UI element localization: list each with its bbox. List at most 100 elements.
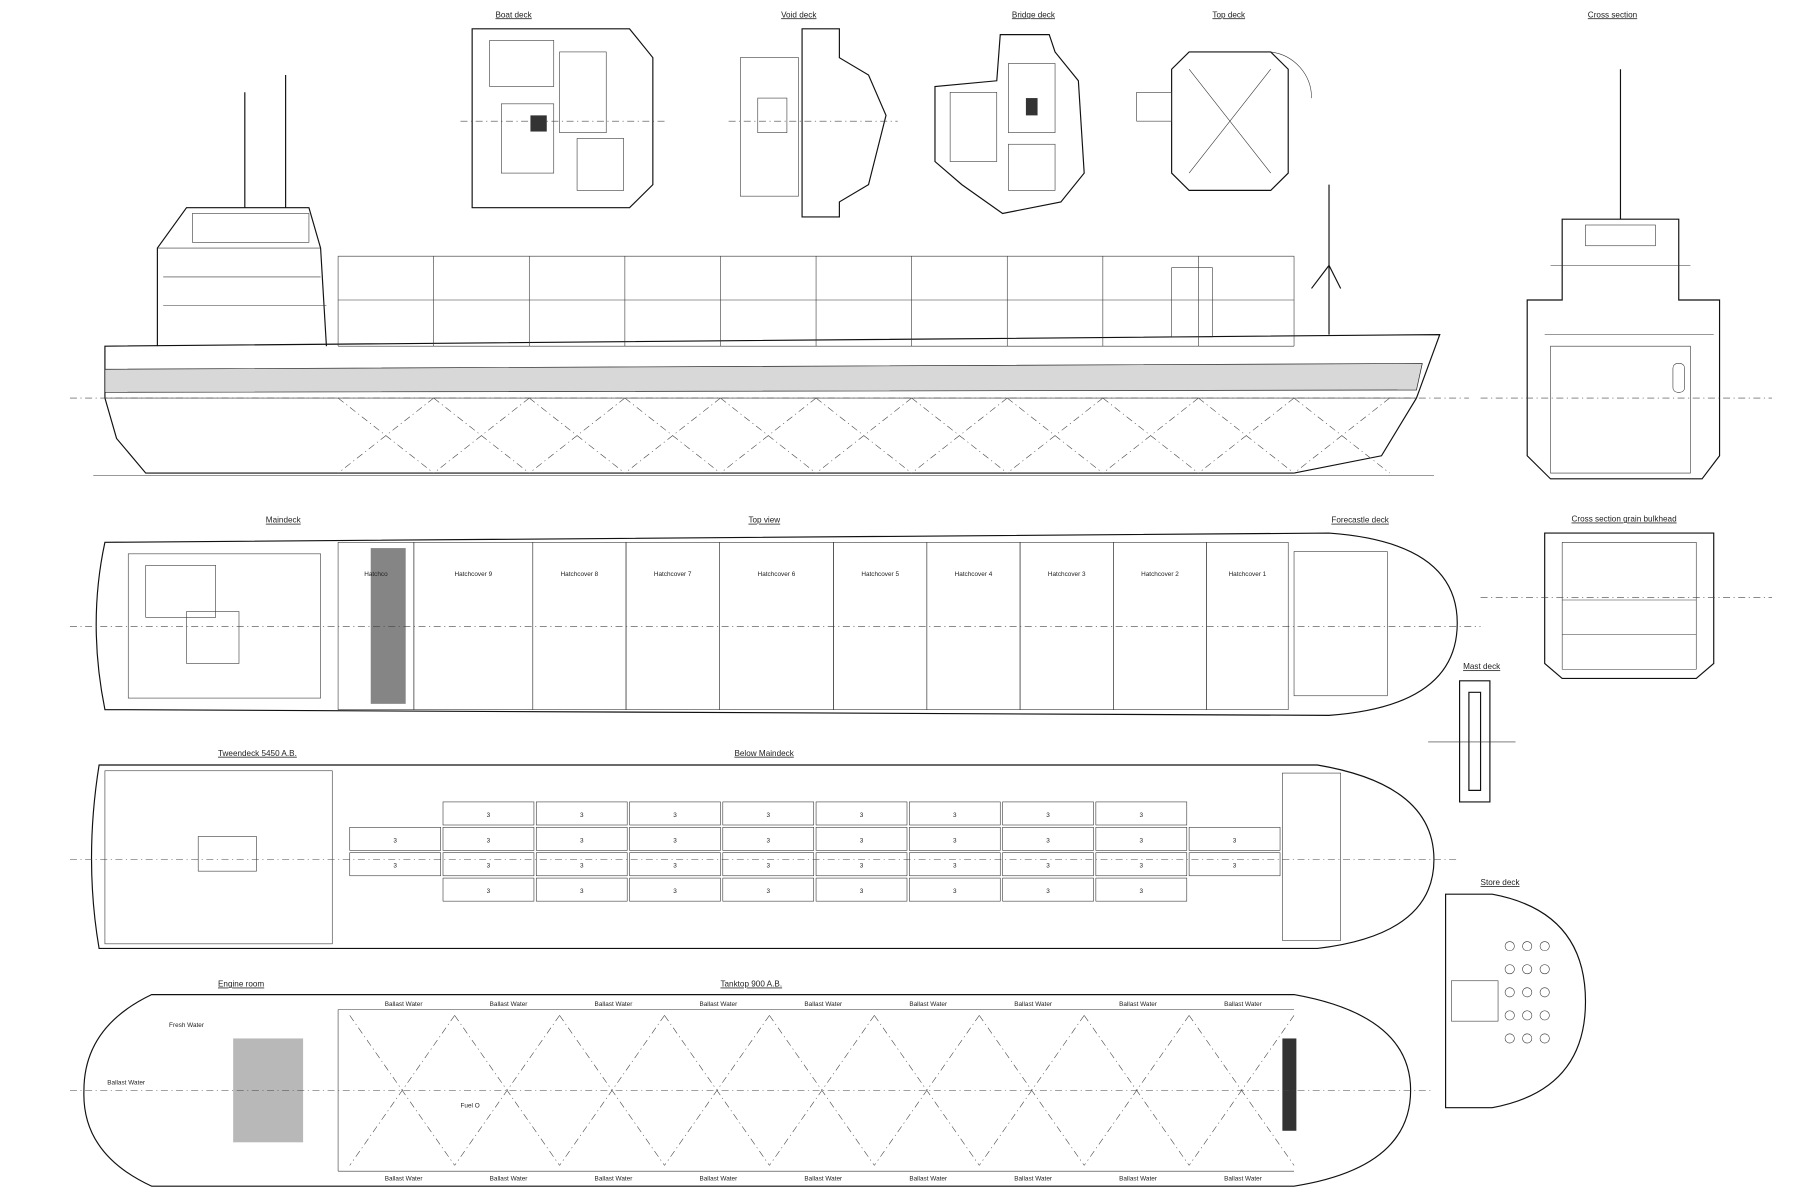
store-rack-circle [1522,987,1533,998]
structure-diagonal [1007,397,1104,474]
structure-diagonal [911,397,1008,474]
store-rack-circle [1504,1010,1515,1021]
hold-bay [815,852,908,877]
ballast-water-label: Ballast Water [385,1001,424,1008]
hold-bay [909,801,1001,826]
hold-bay-number: 3 [860,812,864,819]
hold-bay-number: 3 [860,863,864,870]
hold-bay [909,827,1001,851]
hold-bay [629,801,721,826]
title-cross-section: Cross section [1588,10,1637,19]
store-rack-circle [1522,1010,1533,1021]
hold-bay-number: 3 [487,812,491,819]
tank-diagonal [1083,1015,1190,1166]
label-fuel-oil: Fuel O [460,1103,479,1110]
store-rack-circle [1539,941,1550,952]
ballast-water-label: Ballast Water [1014,1175,1053,1182]
tanktop-plan: Engine room Tanktop 900 A.B. Ballast Wat… [69,980,1434,1187]
hold-bay-number: 3 [487,837,491,844]
hold-bay [629,877,721,902]
hatchcover-label: Hatchcover 6 [758,571,796,578]
tank-diagonal [454,1015,560,1166]
hold-bay-number: 3 [487,888,491,895]
store-rack-circle [1539,987,1550,998]
hatchcover-label: Hatchcover 7 [654,571,692,578]
hold-bay-number: 3 [580,812,584,819]
hold-bay [815,801,908,826]
boat-deck-plan [460,28,665,209]
store-rack-circle [1504,941,1515,952]
title-mast-deck: Mast deck [1463,662,1501,671]
store-rack-circle [1522,1033,1533,1044]
tank-diagonal [874,1015,980,1166]
structure-diagonal [1198,397,1295,474]
title-top-deck: Top deck [1212,10,1246,19]
ballast-water-label: Ballast Water [1224,1001,1263,1008]
hold-bay-number: 3 [766,888,770,895]
structure-diagonal [337,397,434,474]
hold-bay-number: 3 [1140,812,1144,819]
hatchcover-label: Hatchcover 3 [1048,571,1086,578]
grain-bulkhead-section: Cross section grain bulkhead [1480,515,1773,680]
title-void-deck: Void deck [781,10,817,19]
hold-bay [442,801,535,826]
hold-bay-number: 3 [580,837,584,844]
hold-bay [1002,877,1094,902]
hatchcover-label: Hatchco [364,571,388,578]
hold-bay [535,801,628,826]
title-tweendeck: Tweendeck 5450 A.B. [218,749,297,758]
ballast-water-label: Ballast Water [804,1175,843,1182]
hold-bay [349,827,441,851]
ballast-water-label: Ballast Water [385,1175,424,1182]
hatchcover [1113,542,1207,710]
store-rack-circle [1539,964,1550,975]
hold-bay [349,852,441,877]
hold-bay-number: 3 [1046,863,1050,870]
mast-deck-plan: Mast deck [1428,662,1516,803]
title-forecastle-deck: Forecastle deck [1331,516,1389,525]
hatchcover [413,542,534,710]
hold-bay [722,801,815,826]
ballast-water-label: Ballast Water [1119,1001,1158,1008]
hatchcover-label: Hatchcover 9 [454,571,492,578]
hold-bay-number: 3 [953,888,957,895]
title-cross-section-grain: Cross section grain bulkhead [1572,515,1677,524]
tank-diagonal [1188,1015,1295,1166]
tank-diagonal [664,1015,770,1166]
structure-diagonal [1293,397,1390,474]
ballast-water-label: Ballast Water [909,1175,948,1182]
hold-bay-number: 3 [580,888,584,895]
structure-diagonal [815,397,912,474]
hatchcover-label: Hatchcover 1 [1229,571,1267,578]
store-rack-circle [1522,964,1533,975]
hold-bay [535,852,628,877]
label-ballast-water: Ballast Water [107,1080,146,1087]
top-view-maindeck: Maindeck Top view Forecastle deck Hatchc… [69,516,1481,716]
hatchcover-label: Hatchcover 4 [955,571,993,578]
hold-bay-number: 3 [953,812,957,819]
hold-bay-number: 3 [1140,888,1144,895]
hold-bay [722,827,815,851]
hold-bay [722,877,815,902]
ballast-water-label: Ballast Water [1224,1175,1263,1182]
ballast-water-label: Ballast Water [909,1001,948,1008]
hold-bay [629,852,721,877]
ballast-water-label: Ballast Water [1119,1175,1158,1182]
hatchcover-label: Hatchcover 2 [1141,571,1179,578]
hold-bay-number: 3 [673,888,677,895]
title-tanktop: Tanktop 900 A.B. [720,980,782,989]
tank-diagonal [349,1015,455,1166]
tank-diagonal [769,1015,875,1166]
hold-bay-number: 3 [766,863,770,870]
structure-diagonal [720,397,817,474]
hold-bay-number: 3 [1046,888,1050,895]
title-engine-room: Engine room [218,980,264,989]
hold-bay-number: 3 [393,863,397,870]
store-rack-circle [1539,1010,1550,1021]
hold-bay-number: 3 [860,837,864,844]
tank-diagonal [559,1015,665,1166]
tank-diagonal [979,1015,1085,1166]
hold-bay [722,852,815,877]
store-rack-circle [1504,987,1515,998]
